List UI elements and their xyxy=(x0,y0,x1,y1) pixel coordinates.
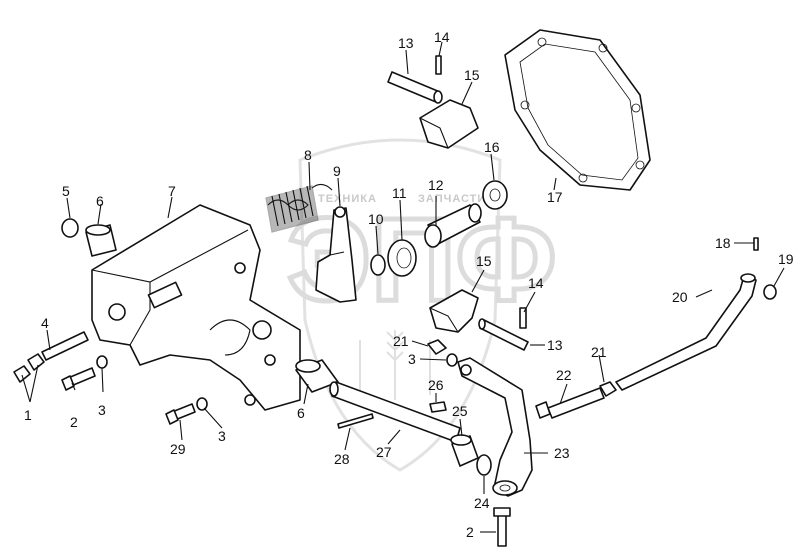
watermark-text-right: ЗАПЧАСТИ xyxy=(418,193,486,205)
bolt-29 xyxy=(165,403,196,425)
callout-15-lower: 15 xyxy=(476,253,492,269)
ring-10 xyxy=(370,254,386,276)
callout-21-left: 21 xyxy=(393,333,409,349)
nut-1 xyxy=(13,353,45,383)
callout-23: 23 xyxy=(554,445,570,461)
callout-26: 26 xyxy=(428,377,444,393)
watermark-wheat-icon xyxy=(359,330,431,400)
lever-block-15-upper xyxy=(419,99,479,149)
washer-3-left xyxy=(96,355,108,369)
cotter-pin-14-upper xyxy=(435,55,442,75)
sleeve-12 xyxy=(424,203,482,248)
callout-21-right: 21 xyxy=(591,344,607,360)
rod-20 xyxy=(615,273,757,391)
callout-15-upper: 15 xyxy=(464,67,480,83)
bolt-2-bottom xyxy=(493,507,511,547)
nut-21-right xyxy=(599,381,617,397)
callout-13-lower: 13 xyxy=(547,337,563,353)
callout-3-middle: 3 xyxy=(218,428,226,444)
callout-2-left: 2 xyxy=(70,414,78,430)
bolt-2-left xyxy=(61,367,96,391)
gasket-17 xyxy=(504,29,651,191)
callout-24: 24 xyxy=(474,495,490,511)
callout-27: 27 xyxy=(376,444,392,460)
callout-1: 1 xyxy=(24,407,32,423)
pin-13-upper xyxy=(387,71,443,104)
nut-21-left xyxy=(427,339,447,355)
cotter-pin-14-lower xyxy=(519,307,527,329)
lever-block-15-lower xyxy=(429,289,479,333)
pin-22 xyxy=(535,387,605,419)
spring-8 xyxy=(265,183,333,233)
callout-13-upper: 13 xyxy=(398,35,414,51)
stud-bolt-4 xyxy=(41,331,89,361)
callout-14-upper: 14 xyxy=(434,29,450,45)
lever-9 xyxy=(315,206,357,303)
cotter-pin-18 xyxy=(753,237,759,251)
key-26 xyxy=(429,401,447,413)
washer-19 xyxy=(763,284,777,300)
housing-7 xyxy=(91,204,301,411)
callout-16: 16 xyxy=(484,139,500,155)
callout-3-right: 3 xyxy=(408,351,416,367)
callout-11: 11 xyxy=(392,185,407,201)
callout-14-lower: 14 xyxy=(528,275,544,291)
pin-28 xyxy=(337,413,374,429)
callout-22: 22 xyxy=(556,367,572,383)
callout-6-lower: 6 xyxy=(297,405,305,421)
bushing-25 xyxy=(450,434,479,467)
washer-3-middle xyxy=(196,397,208,411)
washer-5 xyxy=(61,218,79,238)
callout-10: 10 xyxy=(368,211,384,227)
callout-4: 4 xyxy=(41,315,49,331)
callout-8: 8 xyxy=(304,147,312,163)
callout-9: 9 xyxy=(333,163,341,179)
watermark-text-left: ТЕХНИКА xyxy=(318,193,377,205)
bearing-11 xyxy=(387,239,417,277)
callout-18: 18 xyxy=(715,235,731,251)
callout-12: 12 xyxy=(428,177,444,193)
callout-6-upper: 6 xyxy=(96,193,104,209)
callout-17: 17 xyxy=(547,189,563,205)
bushing-6-upper xyxy=(85,224,117,257)
pin-13-lower xyxy=(478,318,529,351)
callout-5: 5 xyxy=(62,183,70,199)
washer-24 xyxy=(476,454,492,476)
callout-25: 25 xyxy=(452,403,468,419)
callout-29: 29 xyxy=(170,441,186,457)
callout-labels: 1 2 3 4 5 6 7 8 9 10 11 12 13 14 15 16 1… xyxy=(24,29,794,540)
callout-3-left: 3 xyxy=(98,402,106,418)
washer-16 xyxy=(482,180,508,210)
washer-3-right xyxy=(446,353,458,367)
callout-19: 19 xyxy=(778,251,794,267)
callout-7: 7 xyxy=(168,183,176,199)
callout-2-bottom: 2 xyxy=(466,524,474,540)
leader-lines xyxy=(21,41,785,533)
callout-28: 28 xyxy=(334,451,350,467)
callout-20: 20 xyxy=(672,289,688,305)
watermark-shield xyxy=(298,138,502,472)
lever-23 xyxy=(457,357,533,497)
